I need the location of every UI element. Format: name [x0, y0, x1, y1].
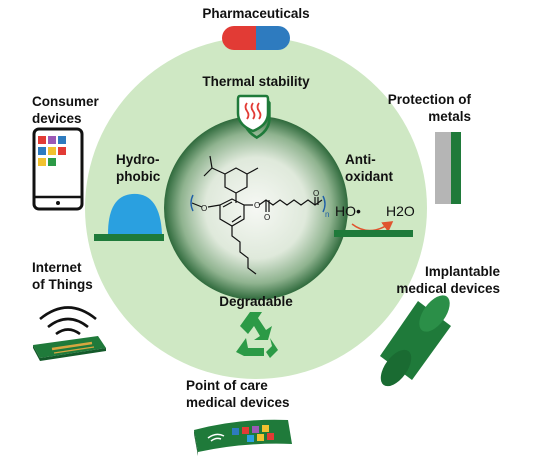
degradable-label: Degradable	[219, 294, 293, 309]
carbonyl-o1-label: O	[264, 213, 270, 222]
implant-cylinder-icon	[380, 295, 451, 387]
flexible-patch-icon	[194, 419, 292, 456]
internet-of-things-label: Internet of Things	[32, 260, 93, 292]
reactant-label: HO•	[335, 203, 361, 219]
implantable-medical-devices-label: Implantable medical devices	[396, 264, 500, 296]
repeat-index-label: n	[325, 210, 329, 219]
product-label: H2O	[386, 203, 415, 219]
hydrophobic-label: Hydro- phobic	[116, 152, 161, 184]
wireless-sensor-icon	[33, 306, 106, 361]
smartphone-icon	[32, 127, 84, 211]
water-droplet-icon	[94, 193, 164, 241]
molecule-structure	[190, 155, 326, 275]
carbonyl-o2-label: O	[313, 189, 319, 198]
consumer-devices-label: Consumer devices	[32, 94, 99, 126]
capsule-icon	[222, 26, 290, 50]
antioxidant-label: Anti- oxidant	[345, 152, 394, 184]
recycle-icon	[236, 312, 278, 358]
point-of-care-label: Point of care medical devices	[186, 378, 290, 410]
thermal-stability-label: Thermal stability	[202, 74, 310, 89]
polymer-sphere	[164, 116, 348, 300]
oxygen-right-label: O	[254, 201, 260, 210]
antioxidant-reaction	[334, 221, 413, 237]
protection-of-metals-label: Protection of metals	[387, 92, 471, 124]
oxygen-left-label: O	[201, 204, 207, 213]
pharmaceuticals-label: Pharmaceuticals	[202, 6, 310, 21]
metal-plate-icon	[435, 132, 461, 204]
thermal-shield-icon	[236, 94, 271, 140]
